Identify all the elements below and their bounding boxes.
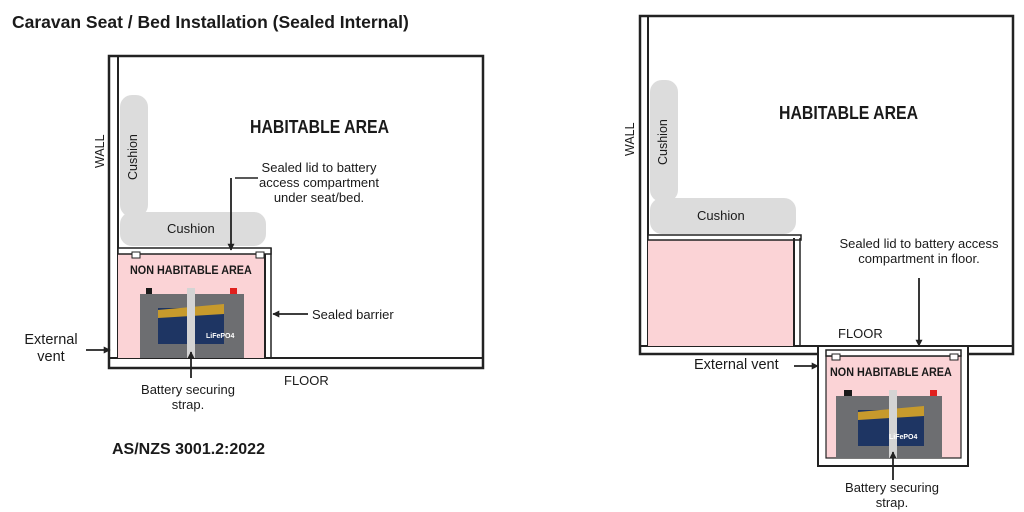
left-lid-label: Sealed lid to battery access compartment… [259, 160, 379, 205]
right-installation [638, 14, 1015, 480]
left-strap-label: Battery securing strap. [141, 382, 235, 412]
left-cushion-seat-label: Cushion [167, 221, 215, 236]
left-habitable-area-label: HABITABLE AREA [250, 117, 390, 137]
left-installation [86, 54, 485, 378]
right-battery-strap [889, 390, 897, 458]
right-cushion-seat-label: Cushion [697, 208, 745, 223]
right-sealed-lid [825, 349, 962, 357]
left-battery-label: LiFePO4 [206, 333, 235, 340]
right-cushion-back [650, 80, 678, 202]
page-title: Caravan Seat / Bed Installation (Sealed … [12, 12, 409, 32]
right-habitable-area-label: HABITABLE AREA [779, 103, 919, 123]
left-cushion-back-label: Cushion [126, 134, 140, 180]
left-cushion-back [120, 95, 148, 217]
left-non-habitable-area-label: NON HABITABLE AREA [130, 263, 252, 277]
right-cushion-seat [650, 198, 796, 234]
right-external-vent-label: External vent [694, 357, 779, 373]
right-seat-base [648, 238, 794, 346]
right-non-habitable-area-label: NON HABITABLE AREA [830, 365, 952, 379]
left-sealed-lid [117, 247, 272, 255]
left-sealed-barrier-label: Sealed barrier [312, 307, 394, 322]
right-cushion-back-label: Cushion [656, 119, 670, 165]
right-floor-label: FLOOR [838, 326, 883, 341]
right-wall-label: WALL [623, 122, 637, 156]
standard-reference: AS/NZS 3001.2:2022 [112, 441, 265, 458]
left-wall-label: WALL [93, 134, 107, 168]
right-battery-label: LiFePO4 [889, 434, 918, 441]
left-cushion-seat [120, 212, 266, 246]
left-battery-strap [187, 288, 195, 358]
left-floor-label: FLOOR [284, 373, 329, 388]
right-strap-label: Battery securing strap. [845, 480, 939, 510]
right-lid-label: Sealed lid to battery access compartment… [839, 236, 999, 266]
left-external-vent-label: External vent [24, 332, 78, 365]
